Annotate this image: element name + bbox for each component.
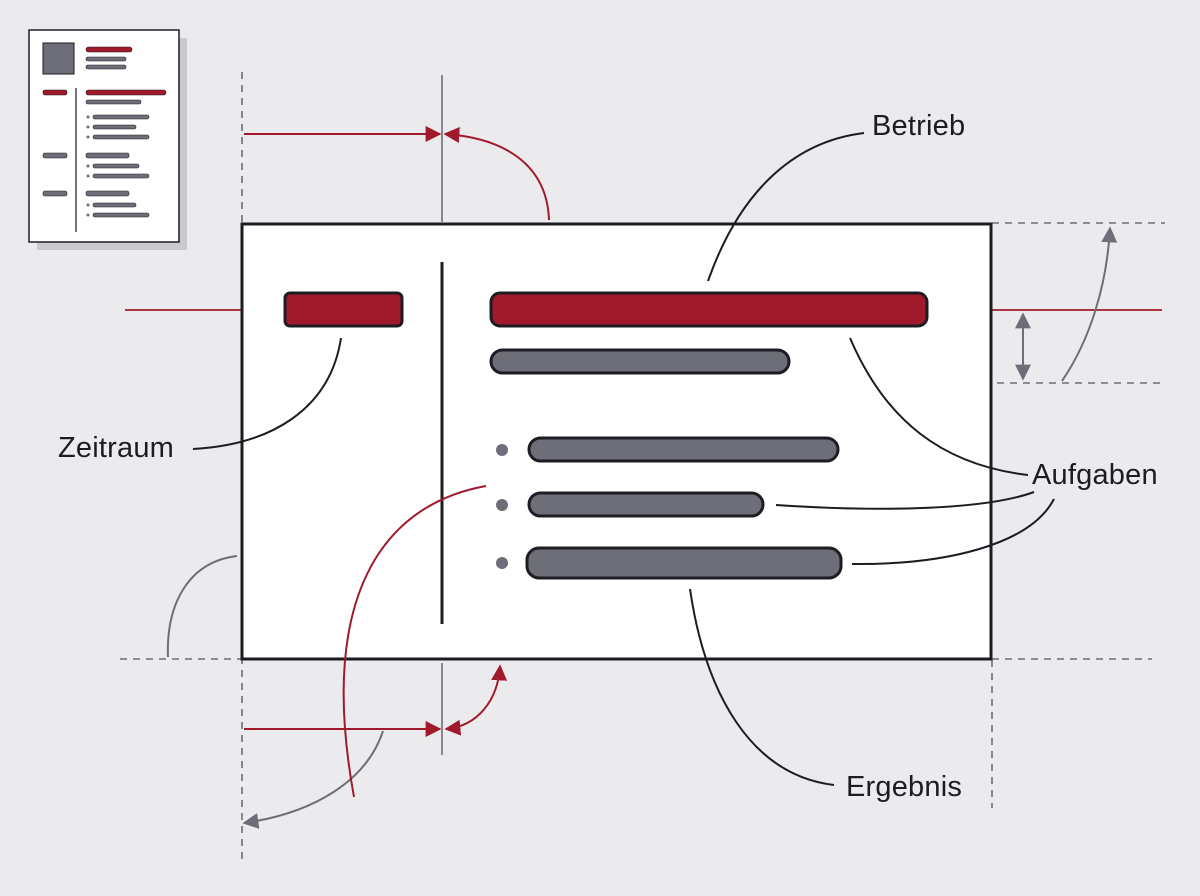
label-ergebnis: Ergebnis [846, 771, 963, 803]
bottom-curved-arrow [444, 664, 508, 736]
bottom-left-gray-arrow [242, 730, 384, 829]
bullet-3 [496, 557, 508, 569]
top-curved-arrow [443, 126, 550, 221]
document-thumbnail [28, 29, 187, 250]
leader-aufgaben-2 [775, 491, 1035, 510]
period-bar [283, 291, 404, 328]
leader-zeitraum [192, 337, 342, 450]
leader-aufgaben-3 [851, 498, 1055, 566]
thumb-photo [42, 42, 75, 75]
label-betrieb: Betrieb [872, 110, 966, 142]
red-long-curve [342, 485, 487, 798]
task-bar-2 [527, 491, 765, 518]
bullet-1 [496, 444, 508, 456]
leader-lines [192, 132, 1055, 786]
company-bar [489, 291, 929, 328]
label-aufgaben: Aufgaben [1032, 459, 1158, 491]
leader-ergebnis [689, 588, 835, 786]
leader-betrieb [707, 132, 865, 282]
subtitle-bar [489, 348, 791, 375]
task-list [496, 436, 843, 580]
task-bar-1 [527, 436, 840, 463]
left-gray-arc [166, 555, 238, 658]
label-zeitraum: Zeitraum [58, 432, 175, 464]
task-bar-3 [525, 546, 843, 580]
right-gray-arc [1061, 226, 1118, 382]
leader-aufgaben-1 [849, 337, 1029, 476]
bullet-2 [496, 499, 508, 511]
